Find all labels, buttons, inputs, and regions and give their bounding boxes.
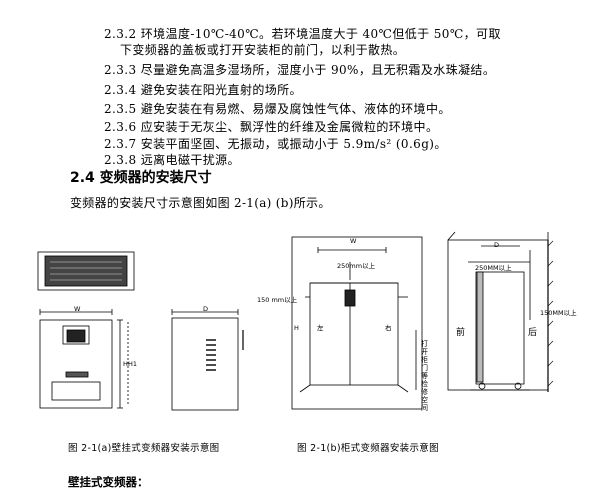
side-depth-label: D (494, 241, 499, 249)
requirement-2-3-2: 2.3.2 环境温度-10℃-40℃。若环境温度大于 40℃但低于 50℃，可取 (104, 27, 501, 41)
cabinet-side-view (447, 231, 554, 392)
section-heading: 2.4 变频器的安装尺寸 (70, 170, 212, 186)
cabinet-height-label: H (294, 324, 299, 332)
bottom-heading: 壁挂式变频器： (68, 475, 149, 489)
cabinet-note: 打开柜门等检修空间 (421, 340, 428, 412)
requirement-2-3-4: 2.3.4 避免安装在阳光直射的场所。 (104, 83, 302, 97)
requirement-2-3-8: 2.3.8 远离电磁干扰源。 (104, 153, 240, 167)
cabinet-side-clearance-label: 150 mm以上 (257, 295, 298, 304)
wall-mount-top-view (37, 251, 135, 291)
side-back-clearance-label: 150MM以上 (540, 308, 577, 317)
side-front-label: 前 (456, 326, 465, 338)
cabinet-top-clearance-label: 250mm以上 (337, 261, 376, 270)
requirement-2-3-7: 2.3.7 安装平面坚固、无振动，或振动小于 5.9m/s² (0.6g)。 (104, 137, 447, 151)
wall-height-inner-label: H1 (128, 360, 137, 368)
cabinet-left-label: 左 (317, 323, 324, 332)
wall-width-label: W (74, 305, 81, 313)
figure-caption-b: 图 2-1(b)柜式变频器安装示意图 (297, 443, 439, 454)
requirement-2-3-2-cont: 下变频器的盖板或打开安装柜的前门，以利于散热。 (120, 43, 406, 57)
requirement-2-3-5: 2.3.5 避免安装在有易燃、易爆及腐蚀性气体、液体的环境中。 (104, 102, 451, 116)
side-top-clearance-label: 250MM以上 (475, 263, 512, 272)
cabinet-front-view (291, 236, 423, 410)
wall-depth-label: D (203, 305, 208, 313)
cabinet-width-label: W (350, 237, 357, 245)
cabinet-right-label: 右 (385, 323, 392, 332)
figure-caption-a: 图 2-1(a)壁挂式变频器安装示意图 (68, 443, 220, 454)
wall-mount-side-view (171, 309, 244, 411)
intro-text: 变频器的安装尺寸示意图如图 2-1(a) (b)所示。 (70, 196, 331, 210)
requirement-2-3-6: 2.3.6 应安装于无灰尘、飘浮性的纤维及金属微粒的环境中。 (104, 120, 439, 134)
wall-mount-front-view (39, 309, 129, 409)
wall-height-label: H (123, 360, 128, 368)
requirement-2-3-3: 2.3.3 尽量避免高温多湿场所，湿度小于 90%，且无积霜及水珠凝结。 (104, 63, 496, 77)
side-back-label: 后 (528, 327, 537, 338)
